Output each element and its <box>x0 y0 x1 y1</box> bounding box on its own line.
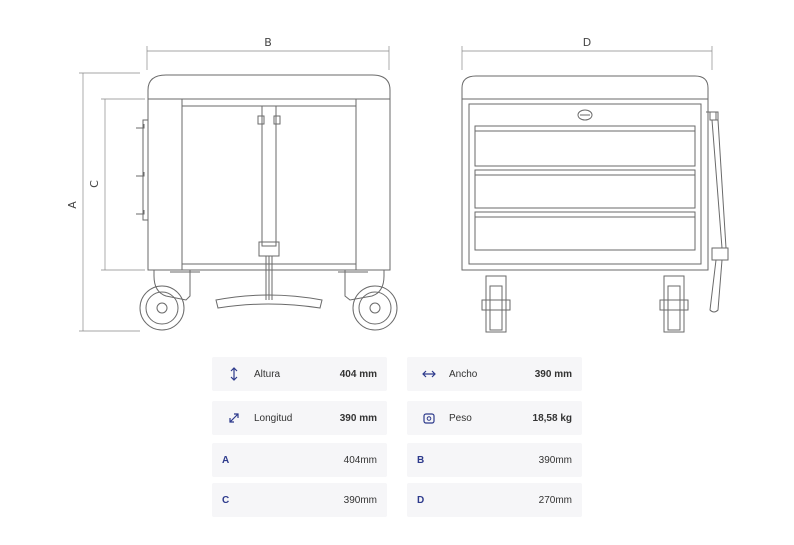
spec-value-b: 390mm <box>538 454 572 466</box>
spec-value-width: 390 mm <box>534 368 572 380</box>
spec-key-d: D <box>417 494 425 506</box>
dimension-label-d: D <box>583 36 591 49</box>
spec-key-a: A <box>222 454 230 466</box>
spec-table: Altura 404 mm Ancho 390 mm Longitud 390 … <box>212 352 582 522</box>
spec-value-height: 404 mm <box>339 368 377 380</box>
technical-drawing: B D A C <box>66 36 729 333</box>
spec-key-c: C <box>222 494 230 506</box>
spec-row-dim-b: B 390mm <box>407 443 582 477</box>
spec-row-length: Longitud 390 mm <box>212 401 387 435</box>
vertical-arrows-icon <box>224 367 244 381</box>
weight-icon <box>419 412 439 424</box>
dimension-label-c: C <box>88 180 101 188</box>
spec-row-weight: Peso 18,58 kg <box>407 401 582 435</box>
spec-row-dim-c: C 390mm <box>212 483 387 517</box>
spec-row-width: Ancho 390 mm <box>407 357 582 391</box>
dimension-label-a: A <box>66 201 79 209</box>
spec-label-length: Longitud <box>254 412 293 424</box>
diagonal-arrows-icon <box>224 412 244 424</box>
spec-value-a: 404mm <box>343 454 377 466</box>
spec-value-c: 390mm <box>343 494 377 506</box>
spec-key-b: B <box>417 454 425 466</box>
spec-row-dim-a: A 404mm <box>212 443 387 477</box>
spec-value-d: 270mm <box>538 494 572 506</box>
spec-value-weight: 18,58 kg <box>532 412 572 424</box>
spec-row-height: Altura 404 mm <box>212 357 387 391</box>
spec-row-dim-d: D 270mm <box>407 483 582 517</box>
front-view <box>461 46 729 333</box>
side-view <box>79 46 398 332</box>
dimension-label-b: B <box>264 36 272 49</box>
spec-label-width: Ancho <box>449 368 478 380</box>
spec-value-length: 390 mm <box>339 412 377 424</box>
spec-label-weight: Peso <box>449 412 472 424</box>
horizontal-arrows-icon <box>419 369 439 379</box>
spec-label-height: Altura <box>254 368 281 380</box>
